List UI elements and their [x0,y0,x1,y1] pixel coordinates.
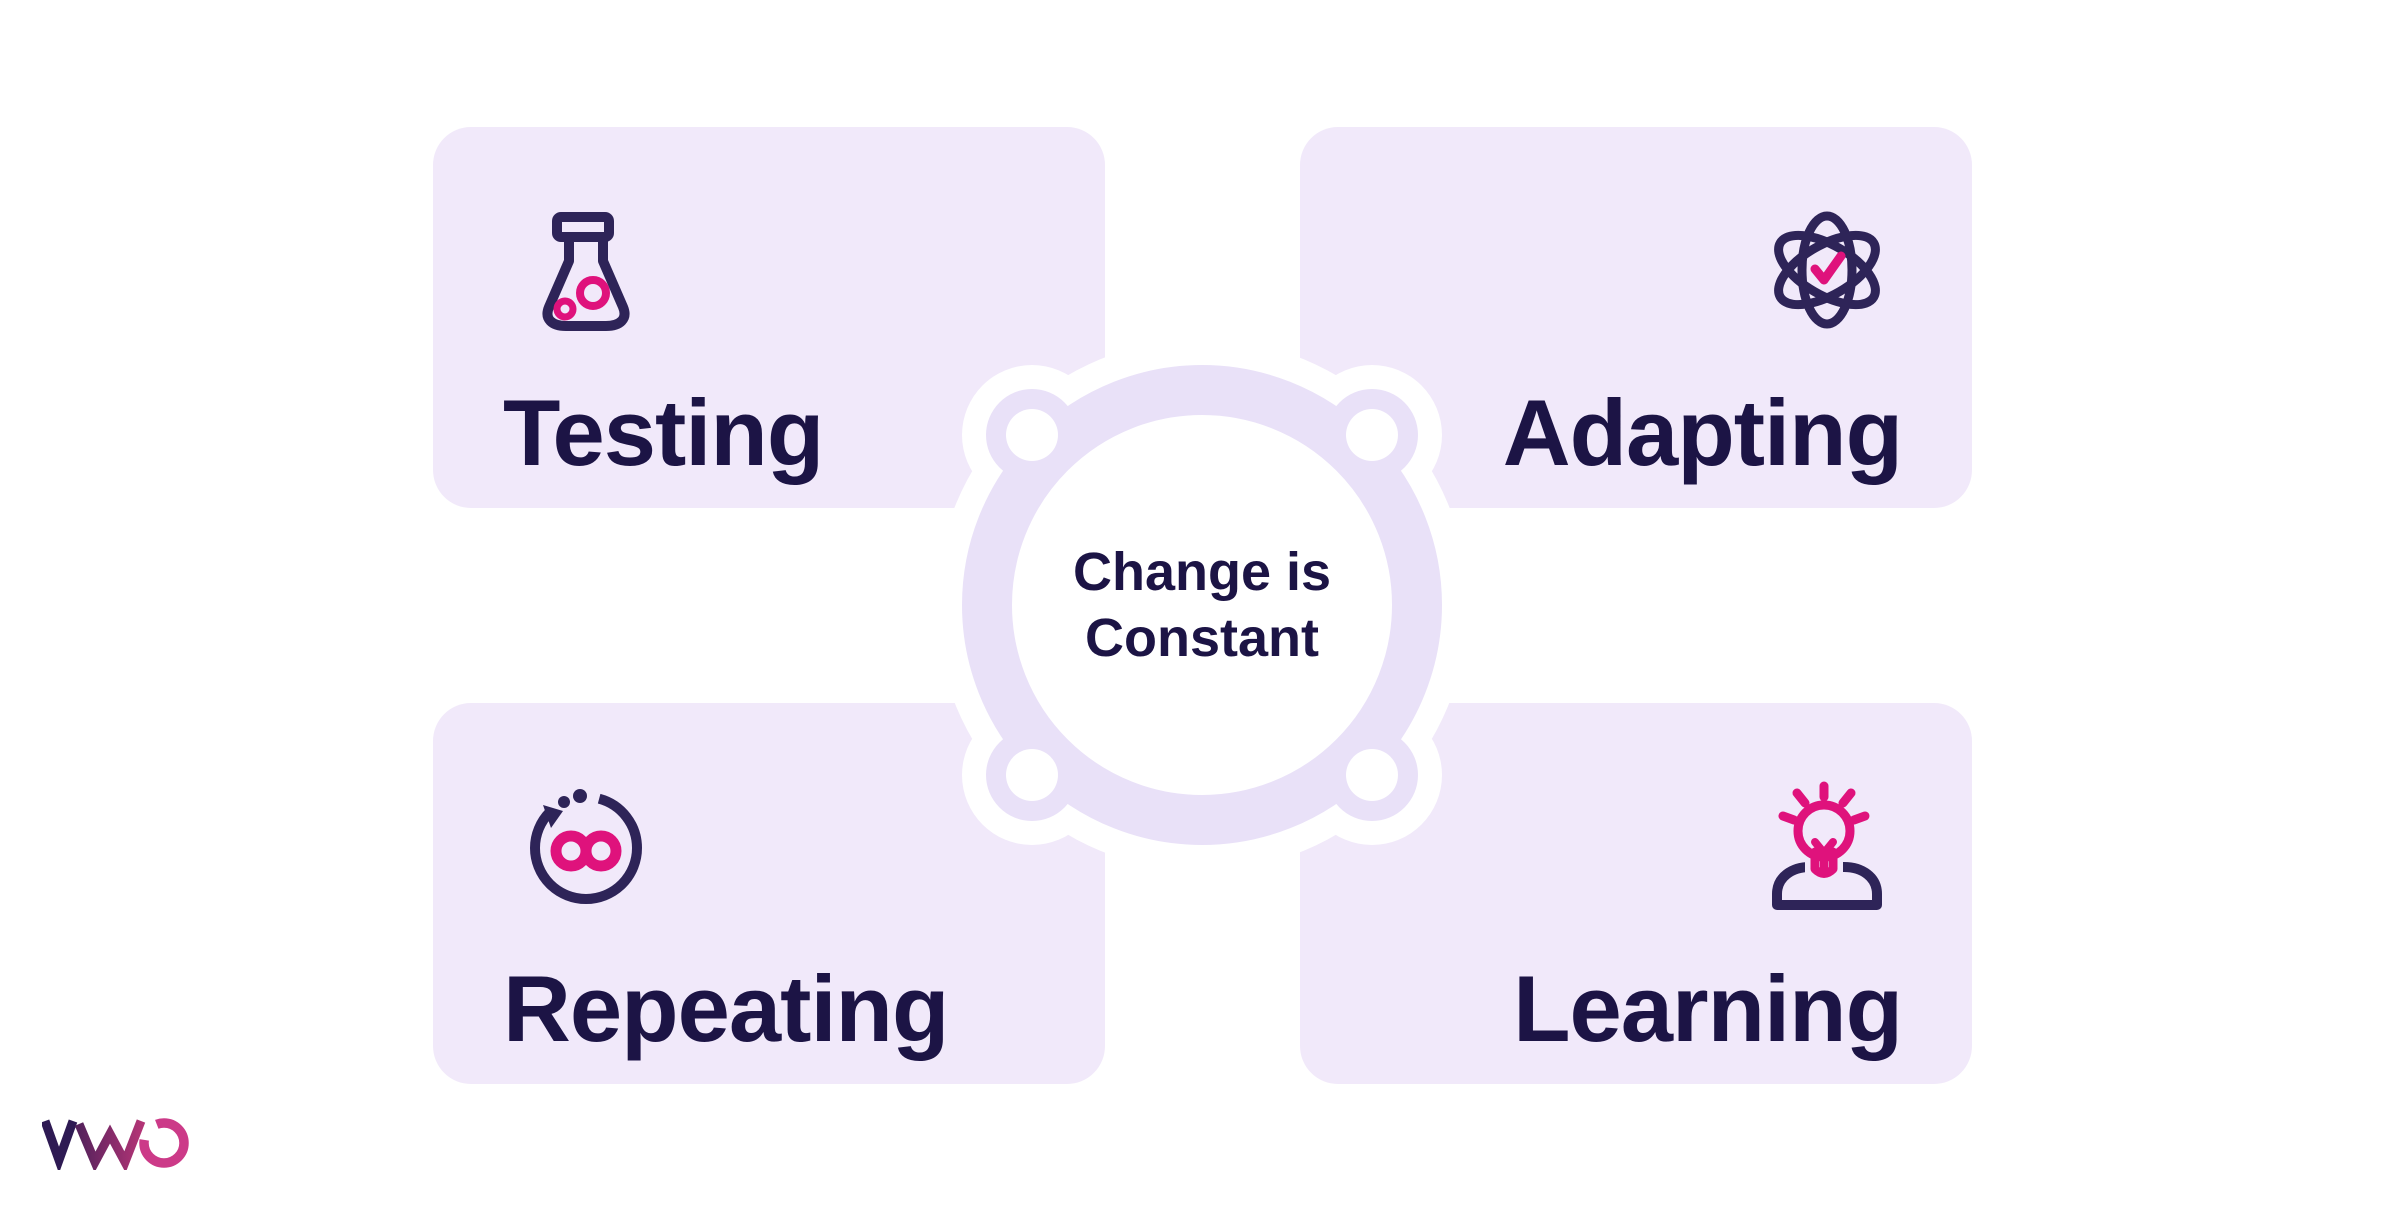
center-label: Change is Constant [892,295,1512,915]
vwo-logo-mark [40,1118,189,1174]
card-title-repeating: Repeating [503,956,949,1061]
center-label-line1: Change is [1072,542,1332,602]
vwo-logo: VWO [40,1116,192,1174]
ring-node-core-nw [1006,409,1058,461]
ring-node-core-sw [1006,749,1058,801]
card-title-adapting: Adapting [1502,380,1903,485]
ring-node-core-ne [1346,409,1398,461]
loop-infinity-icon [530,789,642,904]
atom-check-icon [1774,211,1880,329]
card-title-learning: Learning [1513,956,1903,1061]
center-ring-motif: Change is Constant [892,295,1512,915]
card-testing: Testing [433,127,1105,508]
card-title-testing: Testing [503,380,824,485]
ring-node-core-se [1346,749,1398,801]
center-label-line2: Constant [1085,608,1319,668]
flask-icon [542,212,630,331]
lightbulb-person-icon [1772,781,1882,910]
